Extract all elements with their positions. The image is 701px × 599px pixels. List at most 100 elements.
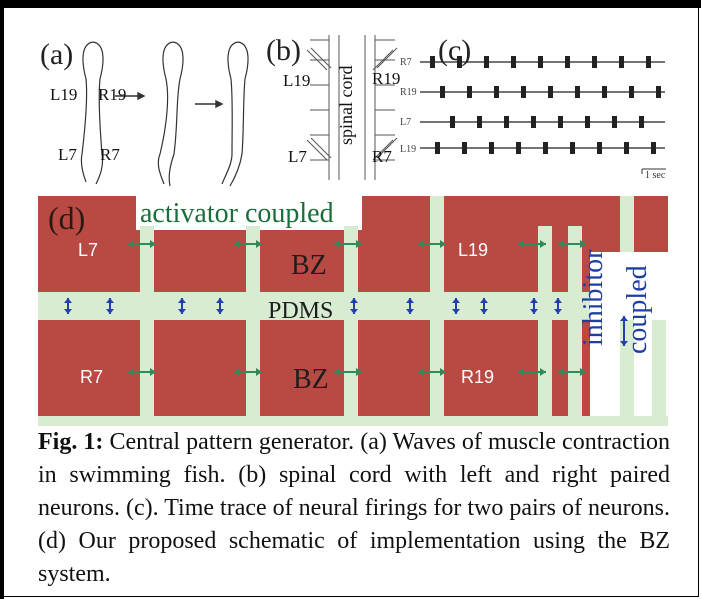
spike-burst (592, 56, 597, 68)
spike-burst (494, 86, 499, 98)
spike-burst (450, 116, 455, 128)
inhibitor-arrow (106, 298, 114, 314)
panel-a-L19: L19 (50, 85, 78, 104)
inhibitor-arrow-legend (620, 316, 628, 346)
inhibitor-arrow (350, 298, 358, 314)
activator-arrow (418, 240, 446, 248)
spike-burst (597, 142, 602, 154)
pdms-channel (652, 320, 666, 416)
spike-burst (585, 116, 590, 128)
neural-firing-traces (420, 56, 665, 154)
activator-arrow (334, 368, 362, 376)
panel-b-label: (b) (266, 34, 301, 67)
spike-burst (565, 56, 570, 68)
bz-label-top: BZ (291, 250, 327, 281)
label-cutout-top (136, 196, 362, 230)
R19-label: R19 (461, 367, 495, 387)
spike-burst (538, 56, 543, 68)
spike-burst (639, 116, 644, 128)
spike-burst (656, 86, 661, 98)
pdms-channel (140, 226, 154, 292)
activator-arrow (128, 368, 156, 376)
coupled-label: coupled (622, 265, 653, 354)
spinal-cord-label: spinal cord (336, 65, 356, 145)
spike-burst (558, 116, 563, 128)
spike-burst (489, 142, 494, 154)
activator-arrow (558, 368, 586, 376)
pdms-channel (538, 320, 552, 416)
spike-burst (430, 56, 435, 68)
left-border (0, 0, 4, 599)
spike-burst (467, 86, 472, 98)
caption-fig-label: Fig. 1: (38, 429, 104, 455)
spike-burst (435, 142, 440, 154)
trace-label-R19: R19 (400, 87, 417, 98)
L19-label: L19 (458, 240, 489, 260)
inhibitor-arrow (530, 298, 538, 314)
pdms-channel (568, 226, 582, 292)
panel-b-L7: L7 (288, 147, 307, 166)
pdms-channel (430, 196, 444, 226)
spike-burst (484, 56, 489, 68)
pdms-channel (344, 226, 358, 292)
fish-outline-1 (80, 41, 104, 185)
spike-burst (646, 56, 651, 68)
top-border (0, 0, 701, 8)
pdms-channel (344, 320, 358, 416)
panel-d-label: (d) (48, 200, 86, 236)
trace-label-L7: L7 (400, 117, 412, 128)
activator-arrow (334, 240, 362, 248)
panel-b-R19: R19 (372, 69, 401, 88)
spike-burst (570, 142, 575, 154)
spike-burst (548, 86, 553, 98)
caption-text: Central pattern generator. (a) Waves of … (38, 429, 670, 587)
fish-swimming-illustration (80, 41, 249, 187)
activator-arrow (234, 240, 262, 248)
pdms-channel (246, 320, 260, 416)
spike-burst (504, 116, 509, 128)
pdms-channel (430, 320, 444, 416)
spike-burst (516, 142, 521, 154)
trace-label-L19: L19 (400, 144, 417, 155)
spike-burst (543, 142, 548, 154)
fish-outline-2 (157, 41, 184, 187)
time-scale-bar (641, 168, 666, 174)
inhibitor-arrow (64, 298, 72, 314)
spike-burst (624, 142, 629, 154)
spike-burst (477, 116, 482, 128)
inhibitor-arrow (554, 298, 562, 314)
trace-label-R7: R7 (400, 57, 412, 68)
activator-coupled-label: activator coupled (140, 198, 334, 229)
bz-pdms-grid (38, 196, 668, 426)
inhibitor-label: inhibitor (578, 249, 609, 346)
panel-a-L7: L7 (58, 145, 77, 164)
pdms-channel (538, 226, 552, 292)
spike-burst (651, 142, 656, 154)
inhibitor-arrow (178, 298, 186, 314)
bz-schematic: (d) activator coupled L7 L19 R7 R19 BZ B… (38, 196, 668, 426)
inhibitor-arrow (216, 298, 224, 314)
spike-burst (629, 86, 634, 98)
inhibitor-arrow (452, 298, 460, 314)
spike-burst (457, 56, 462, 68)
inhibitor-arrow (406, 298, 414, 314)
spike-burst (575, 86, 580, 98)
spike-burst (612, 116, 617, 128)
pdms-channel (140, 320, 154, 416)
L7-label: L7 (78, 240, 99, 260)
pdms-channel (620, 196, 634, 252)
time-scale-label: 1 sec (645, 170, 666, 181)
activator-arrow (558, 240, 586, 248)
spike-burst (440, 86, 445, 98)
spike-burst (511, 56, 516, 68)
fish-outline-3 (221, 41, 249, 187)
activator-arrow (518, 368, 546, 376)
panel-a-label: (a) (40, 38, 74, 71)
activator-arrow (418, 368, 446, 376)
panel-b-L19: L19 (283, 71, 311, 90)
spike-burst (602, 86, 607, 98)
inhibitor-arrow (480, 298, 488, 314)
spike-burst (462, 142, 467, 154)
pdms-label: PDMS (268, 298, 334, 324)
spinal-cord-illustration (306, 35, 398, 180)
